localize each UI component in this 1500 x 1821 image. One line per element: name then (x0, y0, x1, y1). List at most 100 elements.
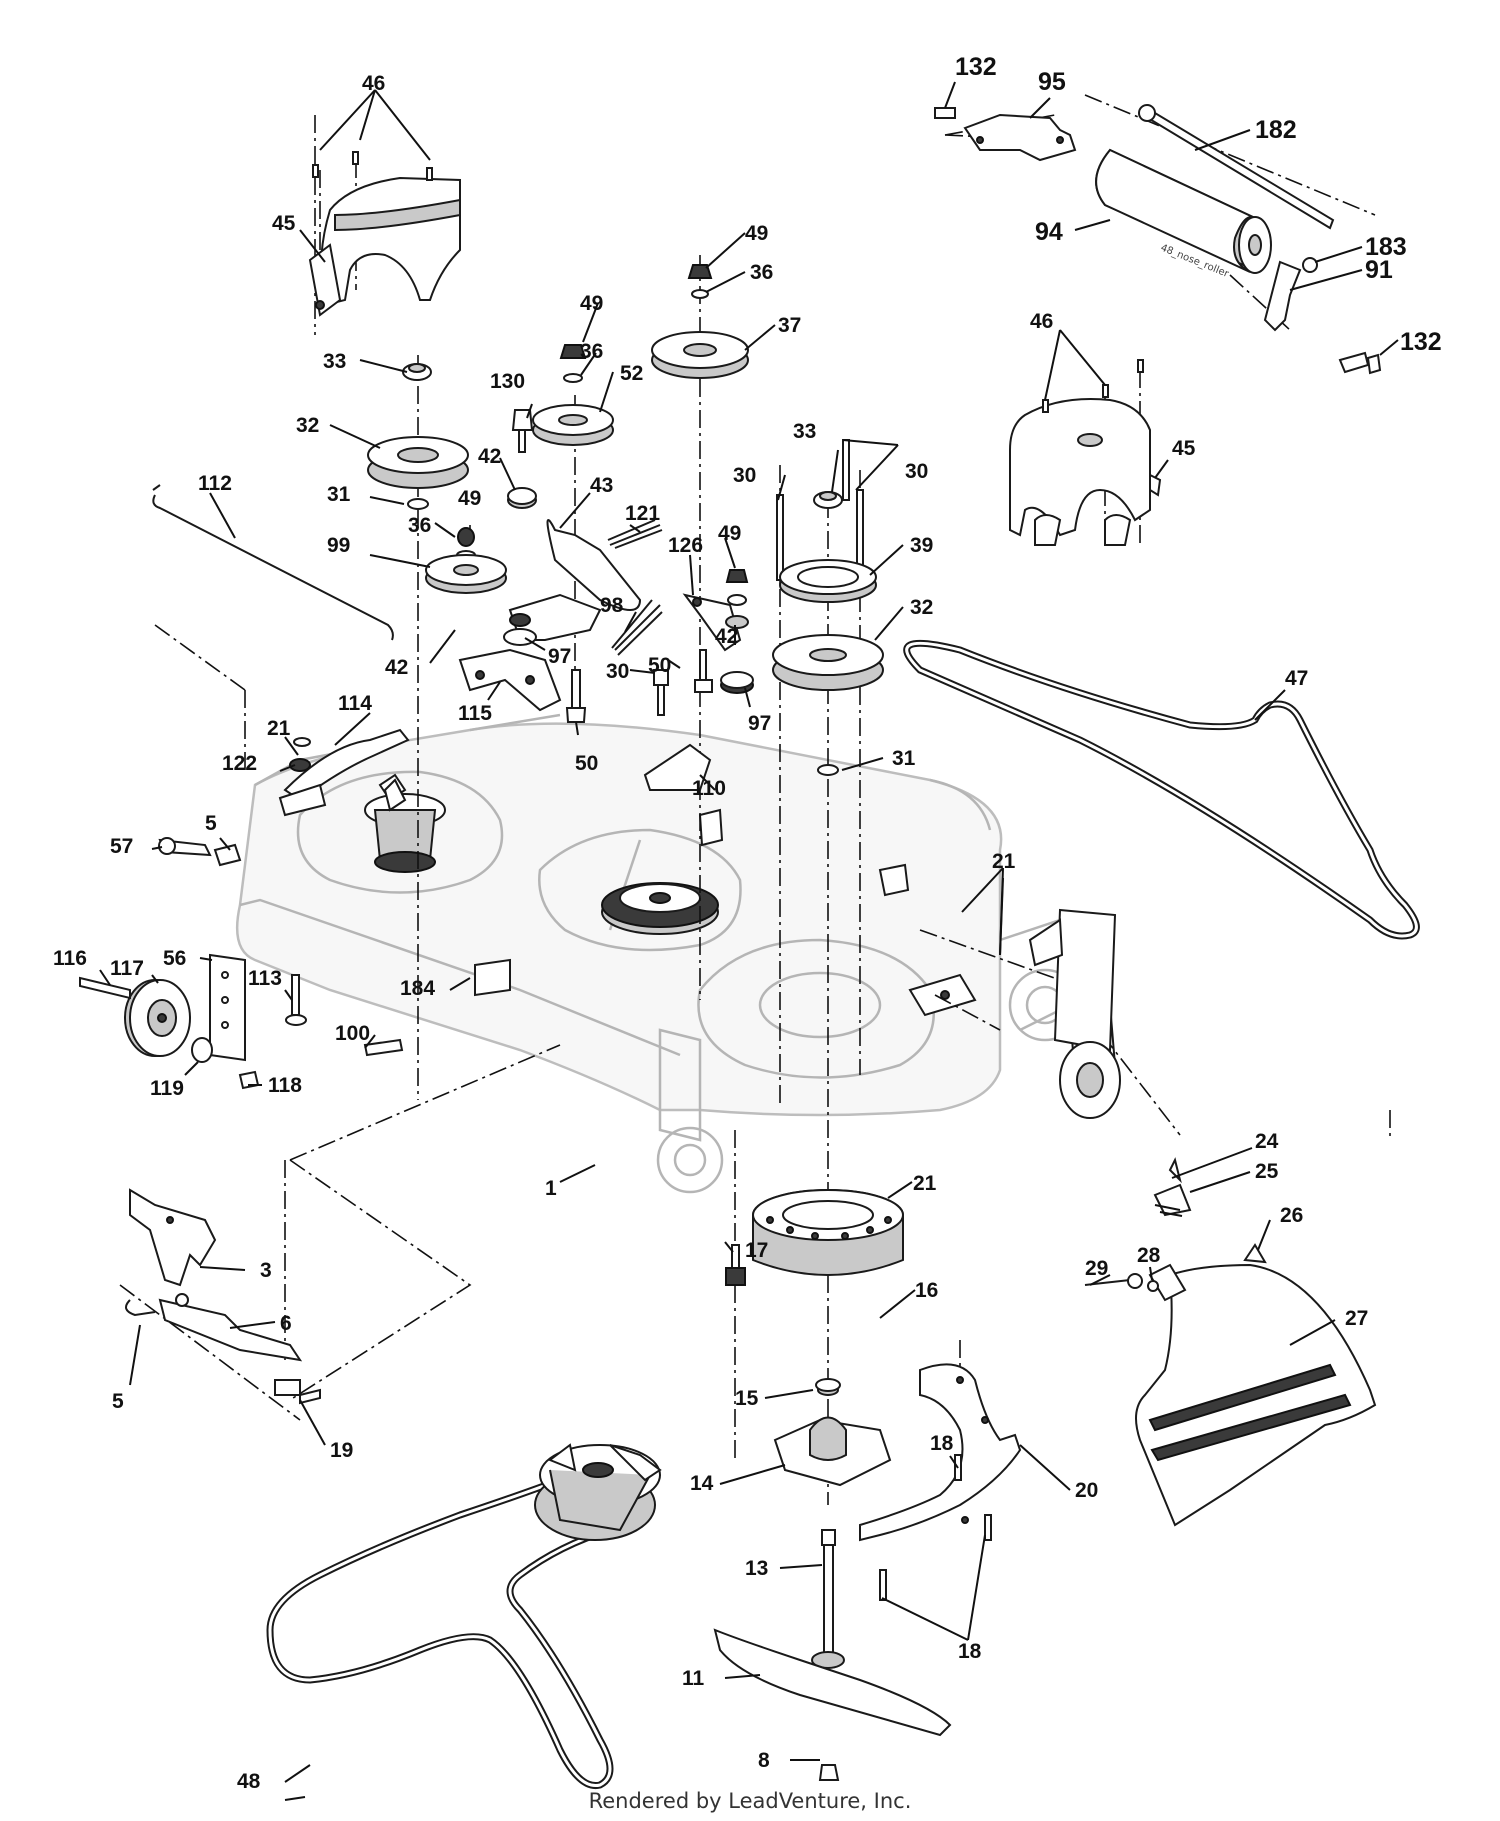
callout-21a: 21 (267, 717, 291, 740)
belt-cover-left (308, 151, 461, 317)
callout-32a: 32 (296, 414, 319, 437)
callout-49c: 49 (745, 222, 768, 245)
callout-118: 118 (268, 1074, 302, 1097)
callout-1: 1 (545, 1177, 557, 1200)
callout-18b: 18 (958, 1640, 982, 1663)
discharge-chute (1084, 1157, 1377, 1527)
callout-37: 37 (778, 314, 801, 337)
callout-122: 122 (222, 752, 257, 775)
callout-32b: 32 (910, 596, 933, 619)
callout-30c: 30 (905, 460, 928, 483)
callout-21c: 21 (913, 1172, 937, 1195)
callout-43: 43 (590, 474, 613, 497)
callout-47: 47 (1285, 667, 1308, 690)
callout-21b: 21 (992, 850, 1016, 873)
lower-left-bracket (125, 1188, 321, 1405)
callout-24: 24 (1255, 1130, 1279, 1153)
callout-11: 11 (682, 1667, 705, 1690)
callout-39: 39 (910, 534, 933, 557)
callout-121: 121 (625, 502, 660, 525)
callout-116: 116 (53, 947, 87, 970)
callout-56: 56 (163, 947, 186, 970)
right-pulley-stack (772, 439, 884, 776)
callout-20: 20 (1075, 1479, 1098, 1502)
callout-46a: 46 (362, 72, 385, 95)
callout-42c: 42 (715, 625, 738, 648)
spindle-assembly (713, 1189, 952, 1781)
callout-126: 126 (668, 534, 703, 557)
callout-183: 183 (1365, 233, 1407, 261)
idler-assembly-left (458, 344, 712, 791)
callout-26: 26 (1280, 1204, 1303, 1227)
callout-52: 52 (620, 362, 643, 385)
callout-16: 16 (915, 1279, 938, 1302)
callout-46b: 46 (1030, 310, 1053, 333)
callout-36c: 36 (750, 261, 773, 284)
callout-45b: 45 (1172, 437, 1196, 460)
callout-6: 6 (280, 1312, 292, 1335)
callout-36a: 36 (408, 514, 431, 537)
callout-5b: 5 (112, 1390, 124, 1413)
callout-132b: 132 (1400, 328, 1442, 356)
belt-47 (903, 639, 1420, 940)
belt-cover-right (1009, 359, 1162, 546)
callout-5a: 5 (205, 812, 217, 835)
callout-117: 117 (110, 957, 144, 980)
callout-57: 57 (110, 835, 133, 858)
callout-42b: 42 (478, 445, 501, 468)
pto-clutch (534, 1443, 662, 1541)
callout-18a: 18 (930, 1432, 954, 1455)
callout-48: 48 (237, 1770, 261, 1793)
callout-31a: 31 (327, 483, 351, 506)
leader-lines (99, 81, 1399, 1801)
callout-14: 14 (690, 1472, 714, 1495)
callout-13: 13 (745, 1557, 768, 1580)
callout-8: 8 (758, 1749, 770, 1772)
callout-115: 115 (458, 702, 492, 725)
callout-50a: 50 (575, 752, 598, 775)
left-linkage (152, 484, 410, 867)
baffle (859, 1363, 1022, 1601)
callout-99: 99 (327, 534, 350, 557)
callout-98: 98 (600, 594, 624, 617)
callout-112: 112 (198, 472, 232, 495)
right-gauge-wheel (1028, 908, 1121, 1119)
callout-3: 3 (260, 1259, 272, 1282)
callout-25: 25 (1255, 1160, 1279, 1183)
callout-31b: 31 (892, 747, 916, 770)
callout-49a: 49 (458, 487, 481, 510)
callout-27: 27 (1345, 1307, 1368, 1330)
callout-182: 182 (1255, 116, 1297, 144)
belt-48 (266, 1476, 614, 1790)
callout-113: 113 (248, 967, 282, 990)
callout-28: 28 (1137, 1244, 1161, 1267)
callout-45a: 45 (272, 212, 296, 235)
callout-30b: 30 (733, 464, 756, 487)
callout-97a: 97 (548, 645, 571, 668)
callout-labels: 46 45 33 32 31 36 99 112 42 21 114 122 5… (53, 53, 1442, 1813)
callout-110: 110 (692, 777, 726, 800)
callout-30a: 30 (606, 660, 629, 683)
callout-100: 100 (335, 1022, 370, 1045)
callout-15: 15 (735, 1387, 759, 1410)
idler-assembly-center (651, 264, 754, 694)
callout-130: 130 (490, 370, 525, 393)
callout-95: 95 (1038, 68, 1066, 96)
callout-42a: 42 (385, 656, 408, 679)
callout-114: 114 (338, 692, 372, 715)
callout-132a: 132 (955, 53, 997, 81)
callout-33a: 33 (323, 350, 346, 373)
footer-credit: Rendered by LeadVenture, Inc. (589, 1789, 912, 1813)
callout-119: 119 (150, 1077, 184, 1100)
left-pulley-stack (367, 363, 507, 594)
callout-19: 19 (330, 1439, 353, 1462)
callout-29: 29 (1085, 1257, 1108, 1280)
callout-49b: 49 (580, 292, 603, 315)
callout-94: 94 (1035, 218, 1063, 246)
callout-184: 184 (400, 977, 435, 1000)
callout-36b: 36 (580, 340, 603, 363)
callout-33b: 33 (793, 420, 816, 443)
callout-50b: 50 (648, 654, 671, 677)
callout-97b: 97 (748, 712, 771, 735)
